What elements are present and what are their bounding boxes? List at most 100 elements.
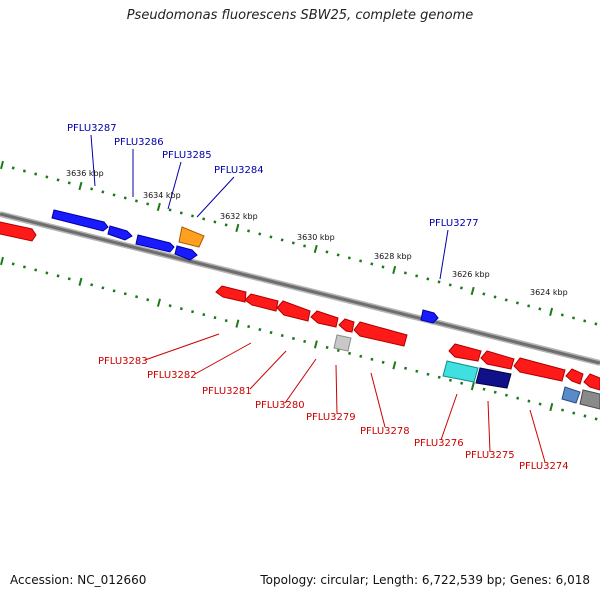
upper-tick xyxy=(179,211,183,215)
lower-tick xyxy=(313,340,318,349)
gene-arrow-grey xyxy=(333,334,352,352)
gene-label-pflu3278: PFLU3278 xyxy=(360,426,410,437)
lower-leader-1 xyxy=(194,342,252,375)
lower-tick xyxy=(516,396,520,400)
gene-label-pflu3286: PFLU3286 xyxy=(114,137,164,148)
lower-tick xyxy=(482,387,486,391)
lower-tick xyxy=(504,393,508,397)
lower-tick xyxy=(415,369,419,373)
gene-arrow-3287 xyxy=(51,209,109,232)
gene-label-pflu3285: PFLU3285 xyxy=(162,150,212,161)
lower-tick xyxy=(493,390,497,394)
upper-tick xyxy=(235,223,240,233)
upper-tick xyxy=(336,253,340,257)
upper-tick xyxy=(538,307,542,311)
lower-tick xyxy=(303,339,307,344)
lower-tick xyxy=(381,360,385,364)
upper-tick xyxy=(45,175,49,179)
upper-tick xyxy=(594,322,598,326)
upper-tick xyxy=(482,292,486,296)
upper-tick xyxy=(213,220,217,224)
upper-tick xyxy=(101,190,105,194)
upper-tick xyxy=(572,316,575,320)
gene-label-pflu3283: PFLU3283 xyxy=(98,356,148,367)
lower-tick xyxy=(202,313,206,317)
gene-arrow-cyan xyxy=(442,360,479,383)
lower-tick xyxy=(247,324,251,329)
kbp-label-3624: 3624 kbp xyxy=(530,288,568,297)
upper-tick xyxy=(123,196,127,200)
lower-tick xyxy=(460,381,464,385)
upper-tick xyxy=(313,244,318,254)
lower-tick xyxy=(135,295,139,299)
gene-arrow-3284 xyxy=(178,226,205,248)
lower-tick xyxy=(549,402,554,412)
lower-leader-4 xyxy=(335,364,338,415)
upper-tick xyxy=(527,304,531,308)
upper-tick xyxy=(291,241,295,245)
gene-label-pflu3281: PFLU3281 xyxy=(202,386,252,397)
gene-label-pflu3277: PFLU3277 xyxy=(429,218,479,229)
upper-tick xyxy=(78,181,83,191)
gene-label-pflu3287: PFLU3287 xyxy=(67,123,117,134)
lower-tick xyxy=(235,319,240,328)
lower-tick xyxy=(45,271,49,275)
lower-tick xyxy=(67,277,71,281)
upper-tick xyxy=(470,286,475,296)
upper-tick xyxy=(269,235,273,239)
upper-tick xyxy=(426,277,430,281)
lower-tick xyxy=(561,408,565,412)
label-leaders xyxy=(90,134,546,463)
upper-tick xyxy=(22,169,26,173)
genome-title: Pseudomonas fluorescens SBW25, complete … xyxy=(126,8,474,23)
upper-tick xyxy=(247,229,251,233)
lower-tick xyxy=(78,277,83,286)
upper-tick xyxy=(347,256,351,260)
upper-tick xyxy=(560,313,564,317)
gene-arrow-darkgrey xyxy=(579,389,600,410)
lower-tick xyxy=(527,399,531,403)
topology-text: Topology: circular; Length: 6,722,539 bp… xyxy=(260,573,590,587)
lower-tick xyxy=(56,274,60,278)
upper-tick xyxy=(515,301,519,305)
lower-tick xyxy=(101,286,105,290)
kbp-label-3632: 3632 kbp xyxy=(220,212,258,221)
gene-label-pflu3284: PFLU3284 xyxy=(214,165,264,176)
ticks-upper xyxy=(0,160,598,326)
upper-leader-4 xyxy=(439,229,449,280)
upper-tick xyxy=(493,295,497,299)
upper-tick xyxy=(156,202,161,212)
lower-leader-7 xyxy=(487,400,491,453)
gene-label-pflu3282: PFLU3282 xyxy=(147,370,197,381)
lower-tick xyxy=(336,348,340,352)
gene-features xyxy=(0,209,600,410)
lower-leader-6 xyxy=(440,393,458,441)
upper-leader-2 xyxy=(167,161,182,210)
gene-label-pflu3274: PFLU3274 xyxy=(519,461,569,472)
upper-tick xyxy=(168,208,172,212)
lower-tick xyxy=(123,292,127,296)
upper-leader-0 xyxy=(90,134,96,187)
upper-tick xyxy=(583,319,587,323)
lower-tick xyxy=(34,268,38,272)
lower-tick xyxy=(594,417,598,421)
gene-label-pflu3276: PFLU3276 xyxy=(414,438,464,449)
lower-tick xyxy=(325,345,329,349)
accession-text: Accession: NC_012660 xyxy=(10,573,147,587)
lower-tick xyxy=(179,307,183,311)
lower-tick xyxy=(213,316,217,320)
upper-tick xyxy=(0,160,4,170)
lower-tick xyxy=(404,366,408,370)
kbp-label-3626: 3626 kbp xyxy=(452,270,490,279)
gene-arrow-3285 xyxy=(135,234,175,253)
upper-tick xyxy=(415,274,419,278)
lower-tick xyxy=(90,283,94,287)
upper-tick xyxy=(504,298,508,302)
upper-tick xyxy=(403,271,407,275)
lower-tick xyxy=(258,327,262,332)
lower-tick xyxy=(291,336,295,341)
upper-tick xyxy=(11,166,15,170)
lower-tick xyxy=(583,414,587,418)
gene-arrow-3280 xyxy=(310,310,339,328)
